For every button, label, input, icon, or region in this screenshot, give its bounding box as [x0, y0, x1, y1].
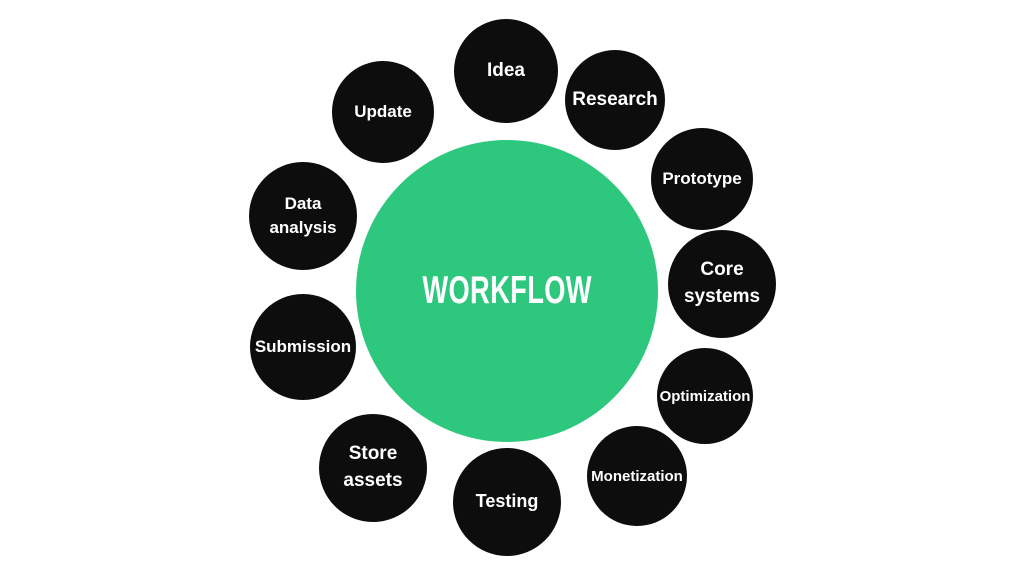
- workflow-node-research: Research: [565, 50, 665, 150]
- workflow-node-prototype: Prototype: [651, 128, 753, 230]
- node-label: Research: [572, 88, 658, 110]
- node-label: Submission: [254, 337, 352, 357]
- node-label: Idea: [486, 59, 526, 81]
- workflow-node-optimization: Optimization: [657, 348, 753, 444]
- node-label: Testing: [475, 491, 539, 512]
- workflow-node-submission: Submission: [250, 294, 356, 400]
- node-label: analysis: [269, 218, 337, 237]
- node-label: Prototype: [662, 169, 742, 189]
- node-label: Core: [700, 259, 744, 281]
- workflow-title: WORKFLOW: [422, 269, 592, 312]
- node-label: assets: [343, 470, 403, 491]
- workflow-node-update: Update: [332, 61, 434, 163]
- node-label: Monetization: [591, 467, 683, 485]
- node-label: Optimization: [659, 387, 751, 405]
- workflow-node-data-analysis: Data analysis: [249, 162, 357, 270]
- workflow-node-testing: Testing: [453, 448, 561, 556]
- node-label: Data: [284, 194, 322, 214]
- node-label: Store: [348, 443, 398, 465]
- node-label: systems: [683, 286, 761, 307]
- workflow-node-store-assets: Store assets: [319, 414, 427, 522]
- workflow-center-circle: WORKFLOW: [356, 140, 658, 442]
- node-label: Update: [354, 102, 412, 122]
- workflow-node-idea: Idea: [454, 19, 558, 123]
- workflow-node-core-systems: Core systems: [668, 230, 776, 338]
- workflow-node-monetization: Monetization: [587, 426, 687, 526]
